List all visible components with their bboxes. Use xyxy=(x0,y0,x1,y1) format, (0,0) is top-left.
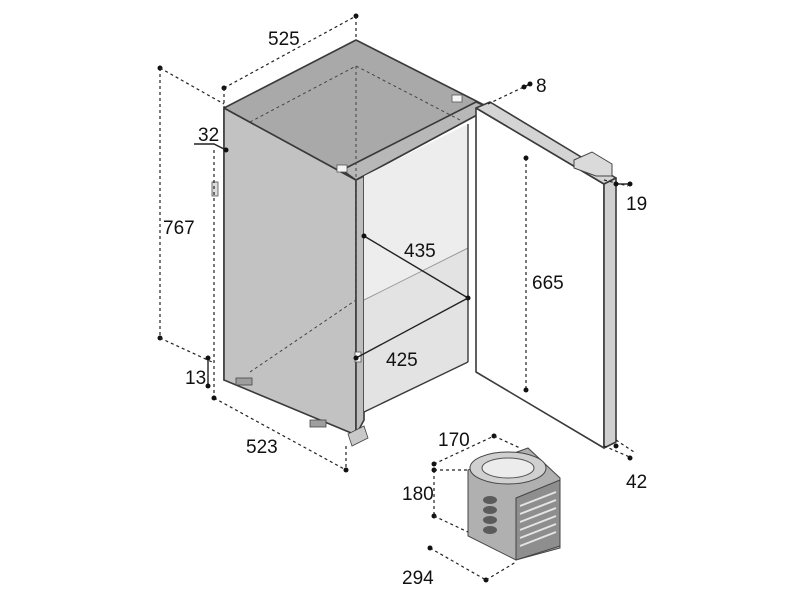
hidden-edges-top xyxy=(249,65,461,123)
foot-front xyxy=(347,425,369,447)
label-unit-depth: 294 xyxy=(402,568,434,589)
label-width-top: 525 xyxy=(268,29,300,50)
cabinet xyxy=(211,39,491,447)
foot-left xyxy=(235,377,253,386)
label-unit-height: 180 xyxy=(402,484,434,505)
interior-bottom-edge xyxy=(363,361,469,413)
cabinet-interior-floor xyxy=(364,248,468,412)
grille-slats xyxy=(519,491,557,547)
label-unit-width: 170 xyxy=(438,430,470,451)
door-frame-edge xyxy=(603,177,617,449)
label-inner-depth: 425 xyxy=(386,350,418,371)
dimension-labels: 525 767 32 13 523 8 665 435 425 19 42 17… xyxy=(163,29,647,589)
unit-coils xyxy=(483,496,497,534)
label-height-total: 767 xyxy=(163,218,195,239)
label-offset-top: 32 xyxy=(198,125,219,146)
label-offset-bottom: 13 xyxy=(185,368,206,389)
label-door-thickness: 19 xyxy=(626,194,647,215)
foot-middle xyxy=(309,419,327,428)
label-inner-width: 435 xyxy=(404,241,436,262)
label-inner-height: 665 xyxy=(532,273,564,294)
unit-grille xyxy=(515,479,561,561)
unit-top-disc xyxy=(481,457,535,479)
floor-back-edge xyxy=(363,247,469,301)
door xyxy=(475,101,617,449)
compressor-unit xyxy=(467,447,561,561)
door-handle xyxy=(573,151,613,177)
hinge-front xyxy=(336,164,348,173)
label-door-gap: 8 xyxy=(536,76,547,97)
label-door-depth: 42 xyxy=(626,472,647,493)
hinge-top xyxy=(451,94,463,103)
side-vent xyxy=(211,181,219,197)
dimension-lines xyxy=(157,13,635,583)
label-depth-bottom: 523 xyxy=(246,437,278,458)
cabinet-front-post xyxy=(355,175,365,436)
